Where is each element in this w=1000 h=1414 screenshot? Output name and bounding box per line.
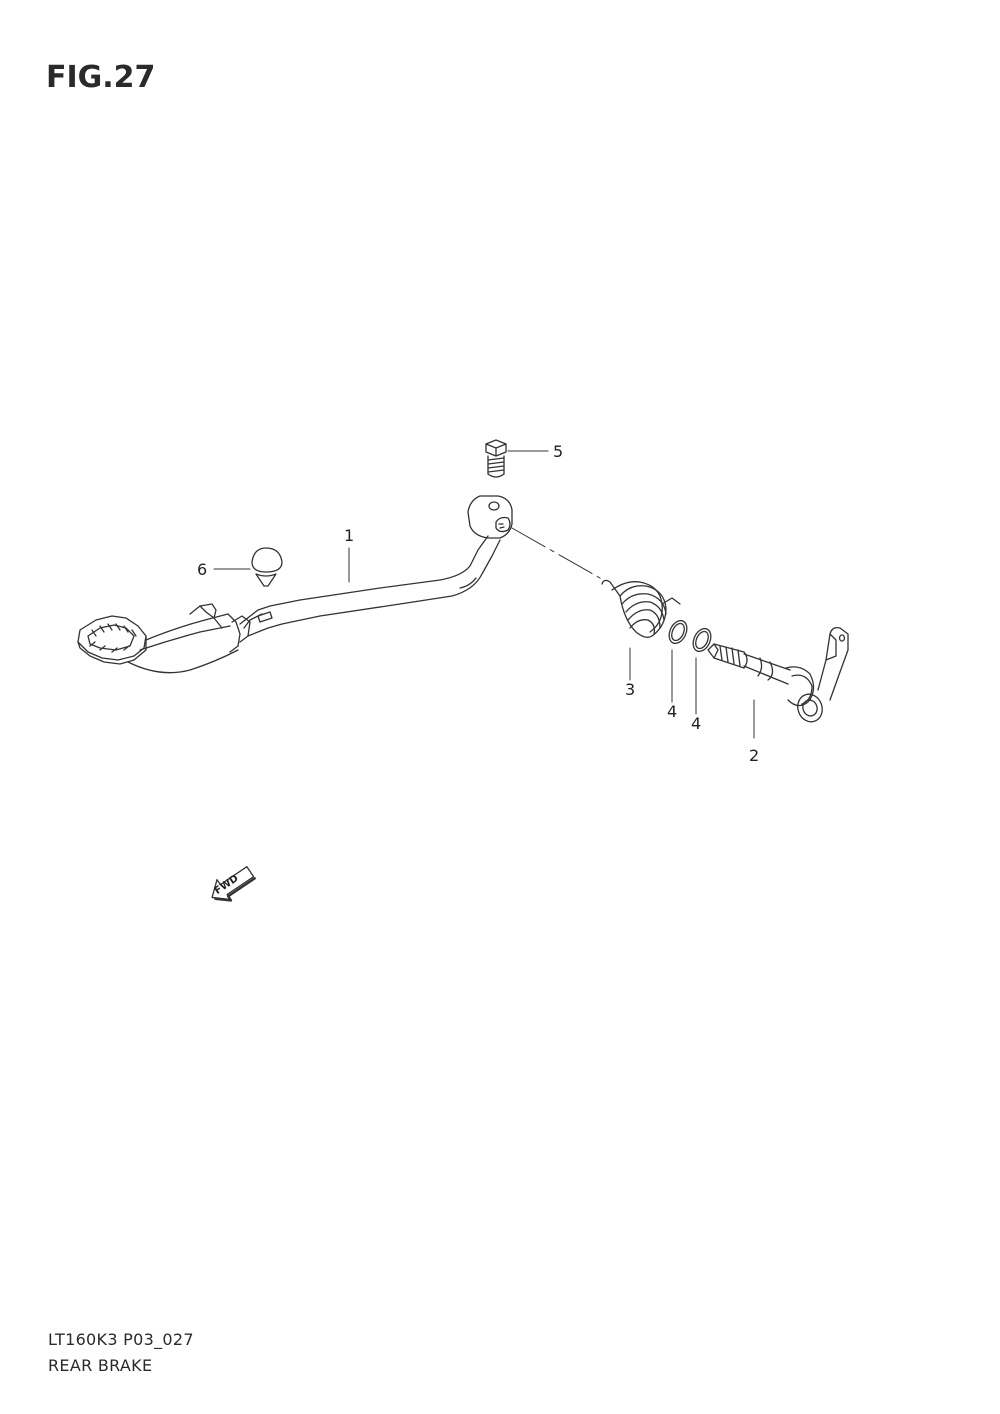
figure-title: FIG.27 (46, 60, 156, 95)
callout-2: 2 (749, 746, 759, 765)
footer-section: REAR BRAKE (48, 1356, 153, 1375)
center-line (511, 527, 601, 579)
rubber-cap (213, 547, 283, 587)
return-spring (601, 579, 681, 681)
brake-shaft (707, 626, 849, 739)
callout-1: 1 (344, 526, 354, 545)
bolt (485, 439, 549, 478)
washer-1 (668, 619, 688, 703)
callout-3: 3 (625, 680, 635, 699)
callout-6: 6 (197, 560, 207, 579)
callout-4a: 4 (667, 702, 677, 721)
brake-pedal (77, 495, 513, 674)
callout-4b: 4 (691, 714, 701, 733)
callout-5: 5 (553, 442, 563, 461)
fwd-arrow-icon (211, 866, 256, 902)
footer-code: LT160K3 P03_027 (48, 1330, 194, 1349)
washer-2 (692, 627, 712, 715)
